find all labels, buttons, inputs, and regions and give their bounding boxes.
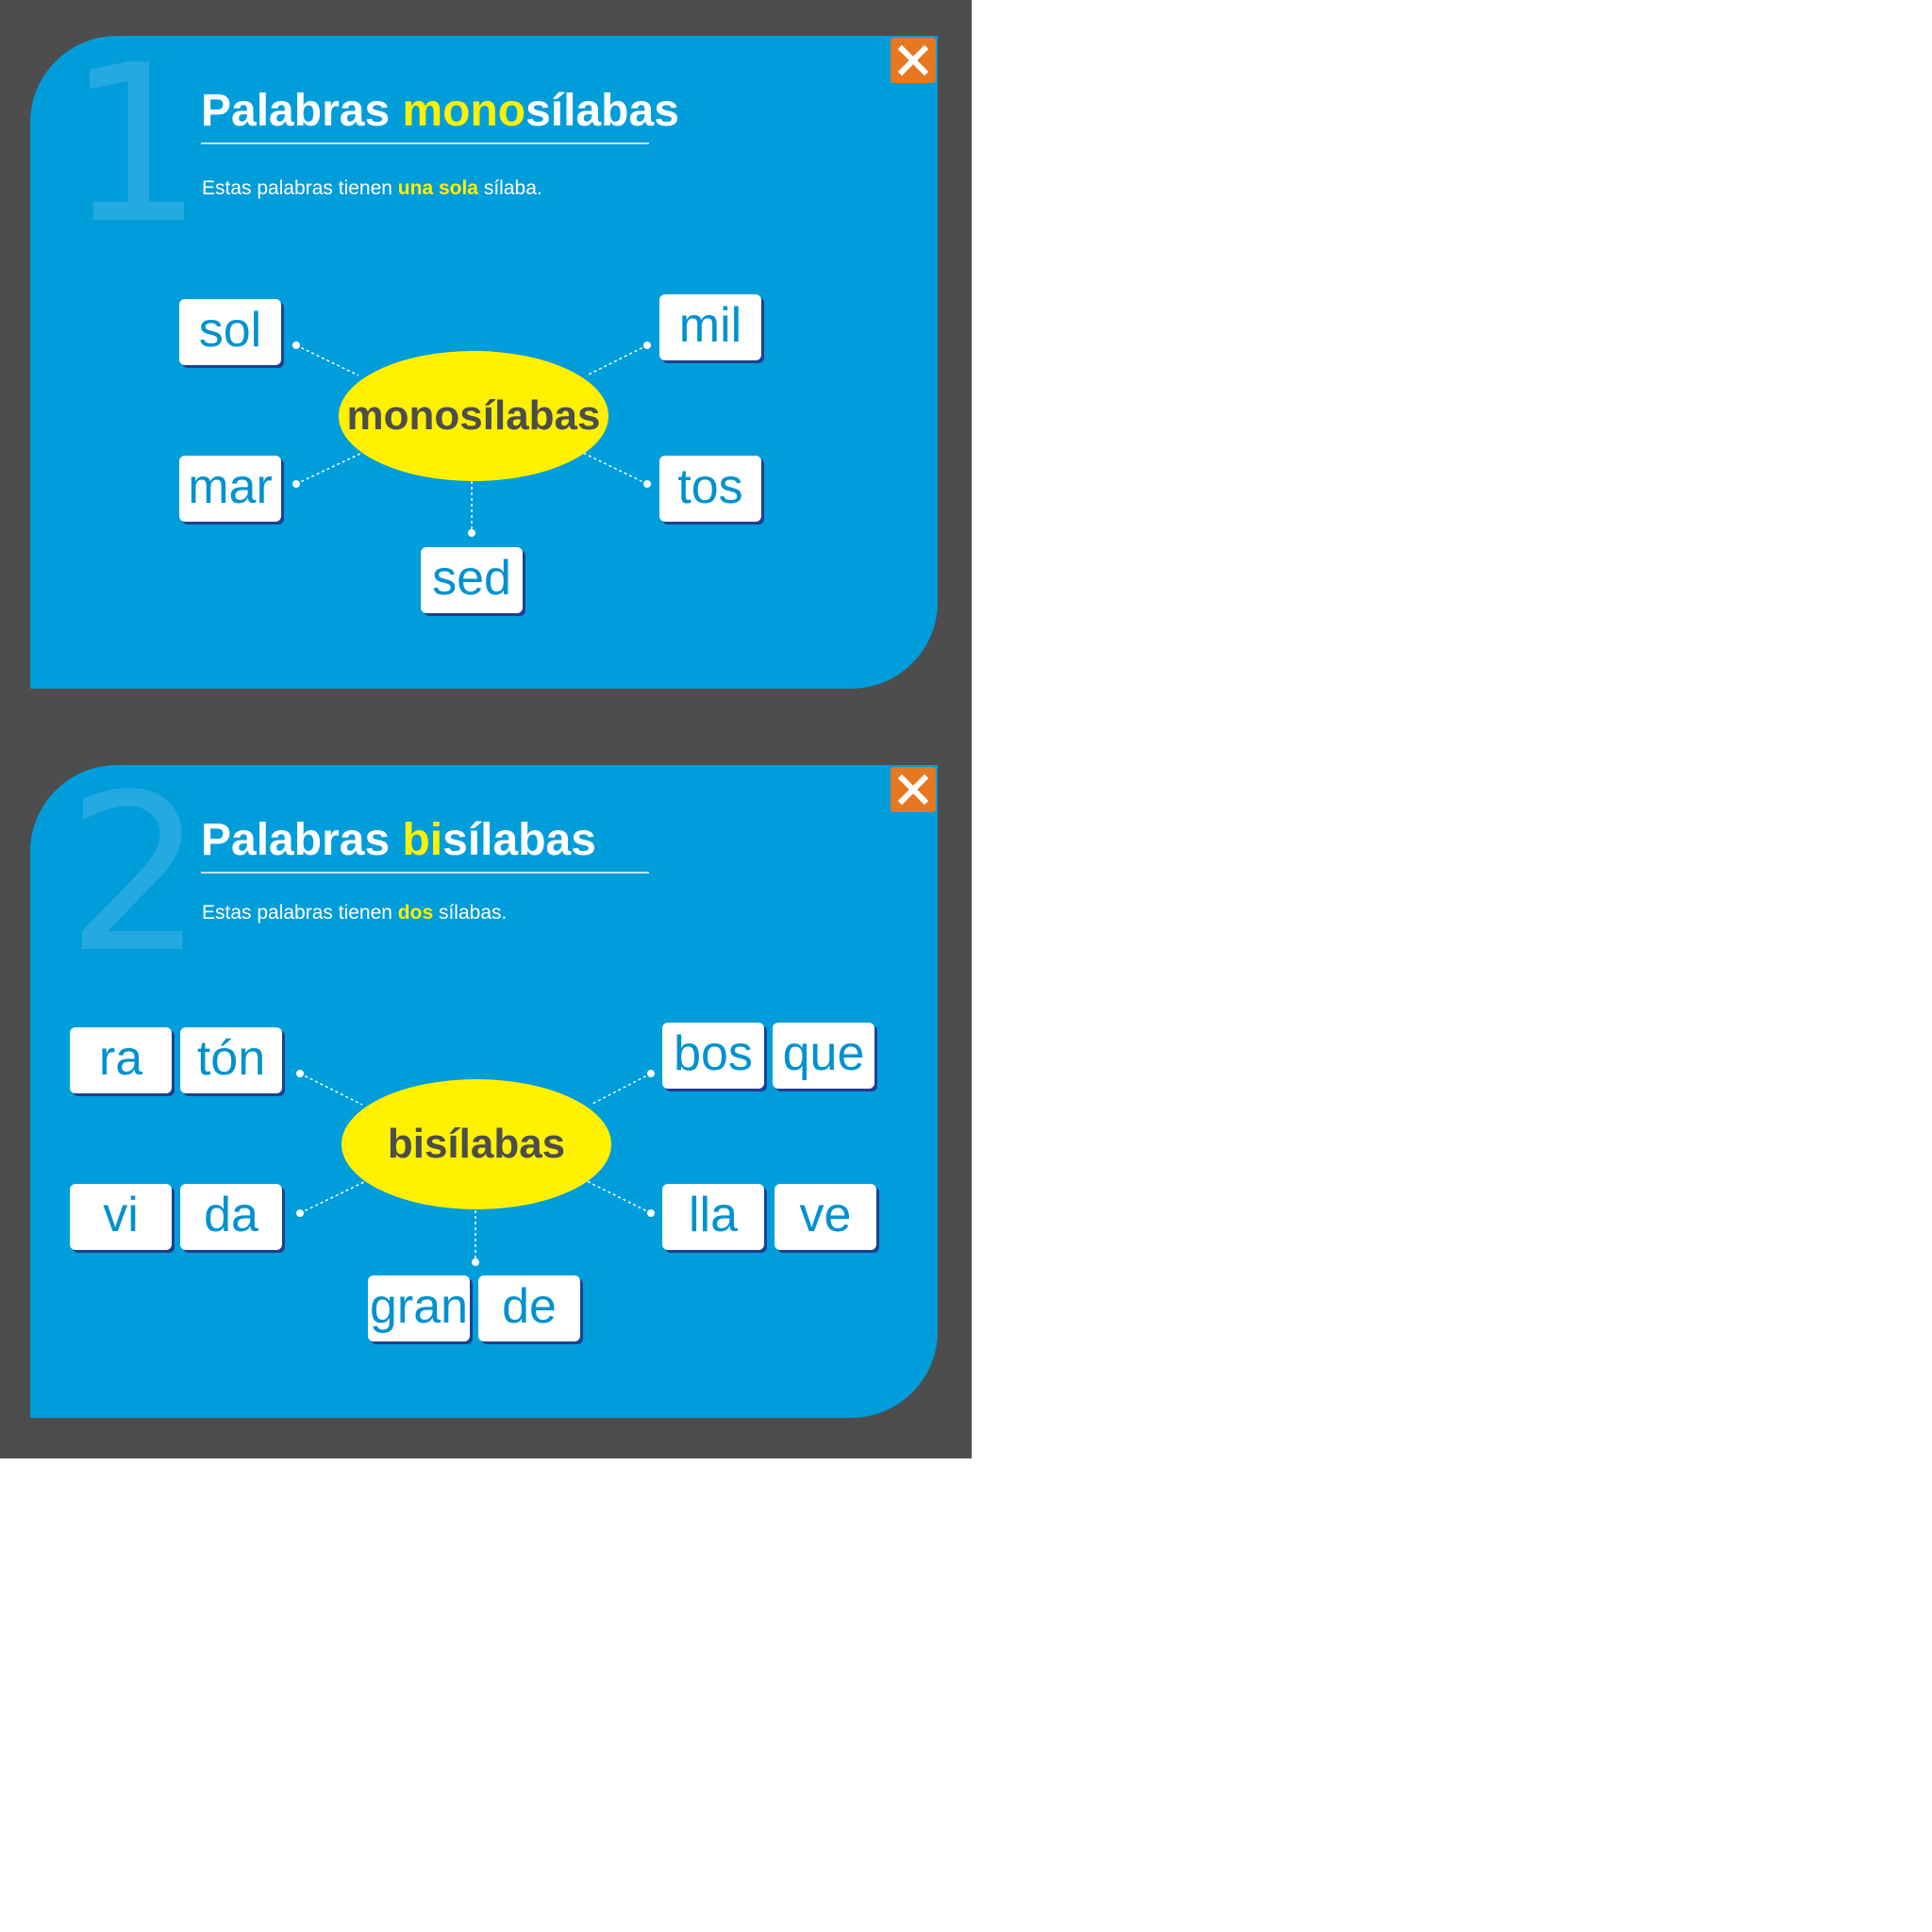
title-highlight: bi xyxy=(402,815,443,865)
word-tile-tos[interactable]: tos xyxy=(659,456,761,522)
card-title: Palabras bisílabas xyxy=(201,814,649,874)
card-subtitle: Estas palabras tienen dos sílabas. xyxy=(202,902,507,924)
syllable-tile-vi[interactable]: vi xyxy=(70,1184,172,1250)
card-number: 1 xyxy=(66,20,205,272)
title-text: Palabras xyxy=(201,86,403,136)
card-monosyllables: 1 Palabras monosílabas Estas palabras ti… xyxy=(30,36,938,689)
syllable-tile-ton[interactable]: tón xyxy=(180,1027,282,1093)
subtitle-text: Estas palabras tienen xyxy=(202,177,398,199)
card-bisyllables: 2 Palabras bisílabas Estas palabras tien… xyxy=(30,765,938,1418)
card-number: 2 xyxy=(66,749,205,1001)
subtitle-highlight: dos xyxy=(397,902,434,924)
syllable-tile-da[interactable]: da xyxy=(180,1184,282,1250)
close-button[interactable] xyxy=(891,38,936,83)
subtitle-highlight: una sola xyxy=(397,177,478,199)
subtitle-text: Estas palabras tienen xyxy=(202,902,398,924)
close-button[interactable] xyxy=(891,767,936,812)
syllable-tile-de[interactable]: de xyxy=(478,1275,580,1341)
title-text: Palabras xyxy=(201,815,403,865)
syllable-tile-lla[interactable]: lla xyxy=(662,1184,764,1250)
card-subtitle: Estas palabras tienen una sola sílaba. xyxy=(202,177,542,200)
subtitle-text-end: sílabas. xyxy=(433,902,508,924)
title-text-end: sílabas xyxy=(525,86,679,136)
card-title: Palabras monosílabas xyxy=(201,85,679,144)
word-tile-mil[interactable]: mil xyxy=(659,294,761,360)
title-text-end: sílabas xyxy=(442,815,596,865)
syllable-tile-ve[interactable]: ve xyxy=(774,1184,876,1250)
close-icon xyxy=(897,774,929,806)
syllable-tile-bos[interactable]: bos xyxy=(662,1023,764,1089)
syllable-tile-que[interactable]: que xyxy=(773,1023,874,1089)
close-icon xyxy=(897,44,929,76)
syllable-tile-gran[interactable]: gran xyxy=(368,1275,470,1341)
word-tile-mar[interactable]: mar xyxy=(179,456,281,522)
subtitle-text-end: sílaba. xyxy=(478,177,542,199)
hub-label: bisílabas xyxy=(341,1079,611,1209)
word-tile-sol[interactable]: sol xyxy=(179,299,281,365)
syllable-tile-ra[interactable]: ra xyxy=(70,1027,172,1093)
title-highlight: mono xyxy=(402,86,526,136)
hub-label: monosílabas xyxy=(339,351,608,481)
word-tile-sed[interactable]: sed xyxy=(421,547,523,613)
